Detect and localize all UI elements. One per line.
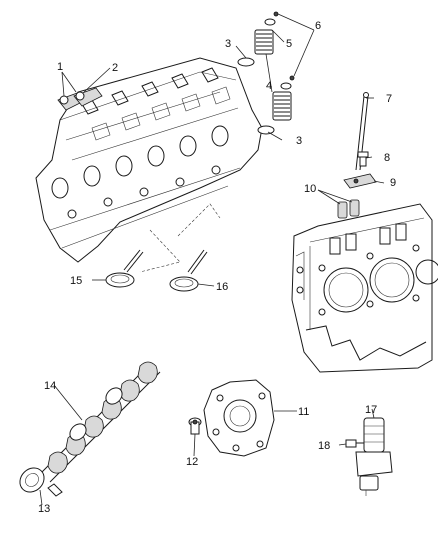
thrust-plate-bolt (188, 417, 202, 435)
callout-15: 15 (70, 275, 82, 287)
callout-11: 11 (298, 406, 309, 418)
callout-12: 12 (186, 456, 198, 468)
callout-18: 18 (318, 440, 330, 452)
valve-spring-lower (257, 75, 295, 135)
exhaust-valve (169, 249, 208, 292)
solenoid-bolt (345, 439, 364, 448)
cylinder-head (35, 57, 263, 273)
leader-lines (39, 13, 385, 506)
callout-5: 5 (286, 38, 292, 50)
callout-2: 2 (112, 62, 118, 74)
camshaft-thrust-plate (203, 379, 275, 457)
intake-valve (105, 249, 144, 288)
lifter-guide-bolt (357, 151, 369, 167)
callout-9: 9 (390, 177, 396, 189)
camshaft (19, 361, 161, 493)
oil-control-solenoid (355, 417, 393, 496)
callout-4: 4 (266, 80, 272, 92)
callout-16: 16 (216, 281, 228, 293)
callout-3-upper: 3 (225, 38, 231, 50)
rocker-arm-assembly (57, 87, 103, 111)
callout-3-lower: 3 (296, 135, 302, 147)
callout-8: 8 (384, 152, 390, 164)
callout-17: 17 (365, 404, 377, 416)
callout-14: 14 (44, 380, 56, 392)
callout-6: 6 (315, 20, 321, 32)
engine-block (291, 203, 438, 373)
callout-10: 10 (304, 183, 316, 195)
camshaft-dowel-pin (47, 483, 63, 497)
valve-spring-upper (237, 11, 279, 67)
callout-13: 13 (38, 503, 50, 515)
callout-1: 1 (57, 61, 63, 73)
callout-7: 7 (386, 93, 392, 105)
lifter-guide (343, 173, 377, 189)
hydraulic-lifters (337, 199, 360, 219)
